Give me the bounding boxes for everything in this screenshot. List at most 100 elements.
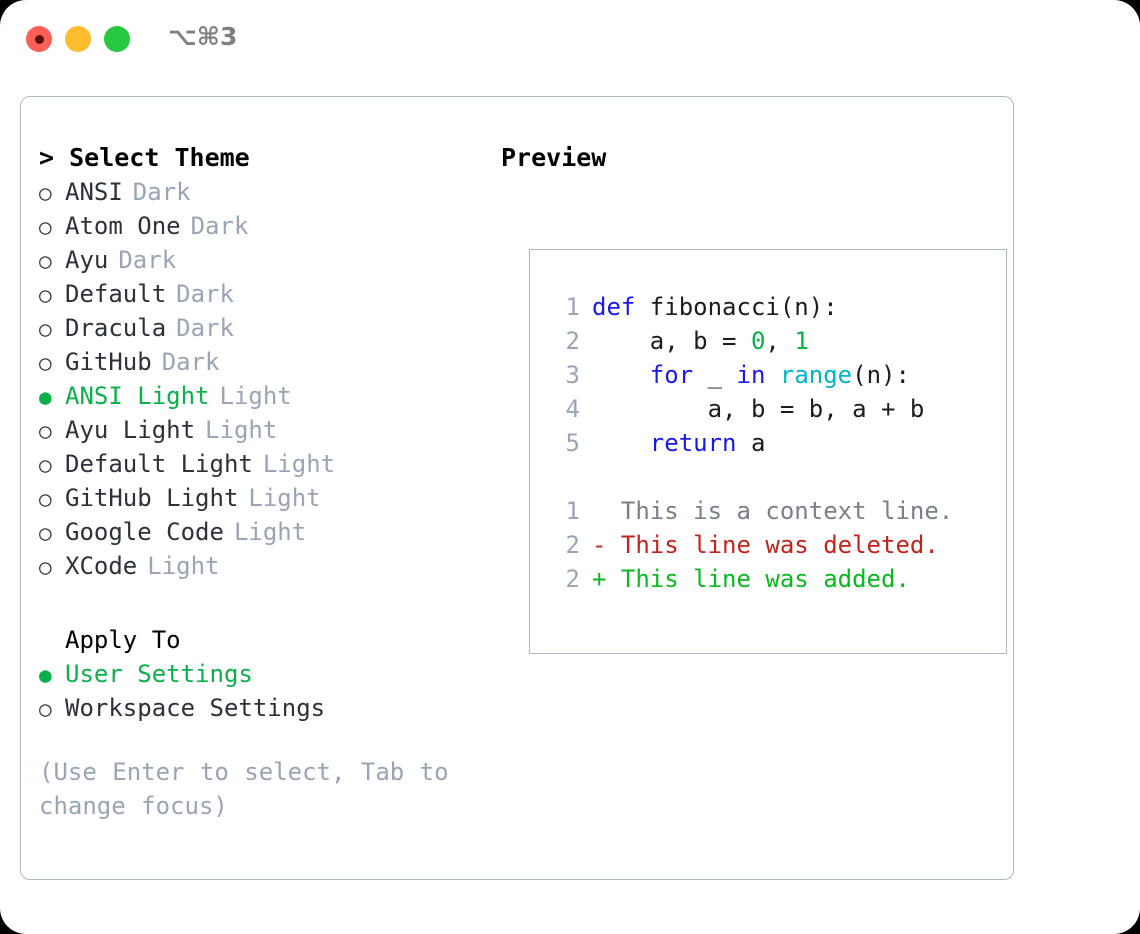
radio-unselected-icon: ○ <box>39 521 52 545</box>
code-token <box>592 429 650 457</box>
diff-line-text: This line was added. <box>620 565 910 593</box>
line-number: 4 <box>565 395 580 423</box>
theme-variant-tag: Light <box>233 518 307 546</box>
code-line: 2 a, b = 0, 1 <box>544 324 953 358</box>
code-line: 4 a, b = b, a + b <box>544 392 953 426</box>
title-bar: ⌥⌘3 <box>0 0 1140 80</box>
theme-option-label: XCode <box>65 552 138 580</box>
apply-to-option-user-settings[interactable]: ●User Settings <box>39 657 489 691</box>
close-button[interactable] <box>26 26 52 52</box>
code-token: , <box>765 327 795 355</box>
maximize-button[interactable] <box>104 26 130 52</box>
apply-to-list[interactable]: ●User Settings ○ Workspace Settings <box>39 657 489 725</box>
theme-option-label: Ayu Light <box>65 416 196 444</box>
radio-selected-icon: ● <box>39 663 52 687</box>
theme-option-github[interactable]: ○ GitHub Dark <box>39 345 489 379</box>
theme-option-google-code[interactable]: ○ Google Code Light <box>39 515 489 549</box>
theme-option-label: ANSI Light <box>65 382 210 410</box>
theme-option-label: ANSI <box>65 178 123 206</box>
radio-unselected-icon: ○ <box>39 317 52 341</box>
code-line: 3 for _ in range(n): <box>544 358 953 392</box>
diff-marker <box>592 494 621 528</box>
radio-unselected-icon: ○ <box>39 419 52 443</box>
minimize-button[interactable] <box>65 26 91 52</box>
line-number: 2 <box>565 565 580 593</box>
theme-variant-tag: Light <box>262 450 336 478</box>
code-token: for <box>649 361 694 389</box>
code-token <box>592 361 650 389</box>
diff-line-text: This is a context line. <box>620 497 954 525</box>
theme-variant-tag: Dark <box>132 178 191 206</box>
code-token: a, b = b, a + b <box>592 395 925 423</box>
code-line: 5 return a <box>544 426 953 460</box>
apply-to-title: Apply To <box>65 626 181 654</box>
radio-selected-icon: ● <box>39 385 52 409</box>
window-controls <box>26 26 130 52</box>
theme-option-ayu[interactable]: ○ Ayu Dark <box>39 243 489 277</box>
theme-variant-tag: Dark <box>161 348 220 376</box>
theme-option-label: GitHub <box>65 348 152 376</box>
code-token <box>765 361 779 389</box>
theme-option-ansi-light[interactable]: ● ANSI Light Light <box>39 379 489 413</box>
theme-variant-tag: Dark <box>190 212 249 240</box>
apply-to-option-workspace-settings[interactable]: ○ Workspace Settings <box>39 691 489 725</box>
code-line-text: a, b = 0, 1 <box>592 324 809 358</box>
theme-variant-tag: Dark <box>176 280 234 308</box>
theme-variant-tag: Light <box>219 382 292 410</box>
code-token: 1 <box>794 327 809 355</box>
code-line-text: return a <box>592 426 766 460</box>
theme-option-ayu-light[interactable]: ○ Ayu Light Light <box>39 413 489 447</box>
line-number: 2 <box>565 327 580 355</box>
code-token: _ <box>693 361 737 389</box>
line-number: 3 <box>565 361 580 389</box>
theme-variant-tag: Light <box>205 416 278 444</box>
theme-option-label: GitHub Light <box>65 484 239 512</box>
code-token: a <box>736 429 766 457</box>
code-token: fibonacci(n): <box>635 293 838 321</box>
code-token: range <box>779 361 853 389</box>
theme-option-label: Google Code <box>65 518 224 546</box>
line-number: 2 <box>565 531 580 559</box>
theme-option-label: Default <box>65 280 167 308</box>
code-token: 0 <box>750 327 766 355</box>
theme-variant-tag: Light <box>147 552 220 580</box>
code-token: def <box>592 293 636 321</box>
code-line-text: def fibonacci(n): <box>592 290 838 324</box>
code-token: a, b = <box>592 327 751 355</box>
code-token: in <box>736 361 766 389</box>
theme-variant-tag: Dark <box>176 314 234 342</box>
diff-line: 1 This is a context line. <box>544 494 954 528</box>
line-number: 1 <box>565 497 580 525</box>
diff-marker: + <box>592 565 621 593</box>
theme-option-label: Atom One <box>65 212 181 240</box>
radio-unselected-icon: ○ <box>39 249 52 273</box>
diff-line: 2 + This line was added. <box>544 562 953 596</box>
keyboard-hint: (Use Enter to select, Tab to change focu… <box>39 758 449 820</box>
keyboard-shortcut-label: ⌥⌘3 <box>168 22 238 51</box>
diff-line: 2- This line was deleted. <box>544 528 953 562</box>
theme-variant-tag: Light <box>248 484 321 512</box>
radio-unselected-icon: ○ <box>39 351 52 375</box>
theme-option-label: Ayu <box>65 246 109 274</box>
diff-marker: - <box>592 531 621 559</box>
theme-variant-tag: Dark <box>118 246 177 274</box>
line-number: 5 <box>565 429 580 457</box>
code-diff-separator <box>544 460 953 494</box>
radio-unselected-icon: ○ <box>39 697 52 721</box>
apply-to-option-label: Workspace Settings <box>65 694 326 722</box>
theme-option-label: Default Light <box>65 450 253 478</box>
